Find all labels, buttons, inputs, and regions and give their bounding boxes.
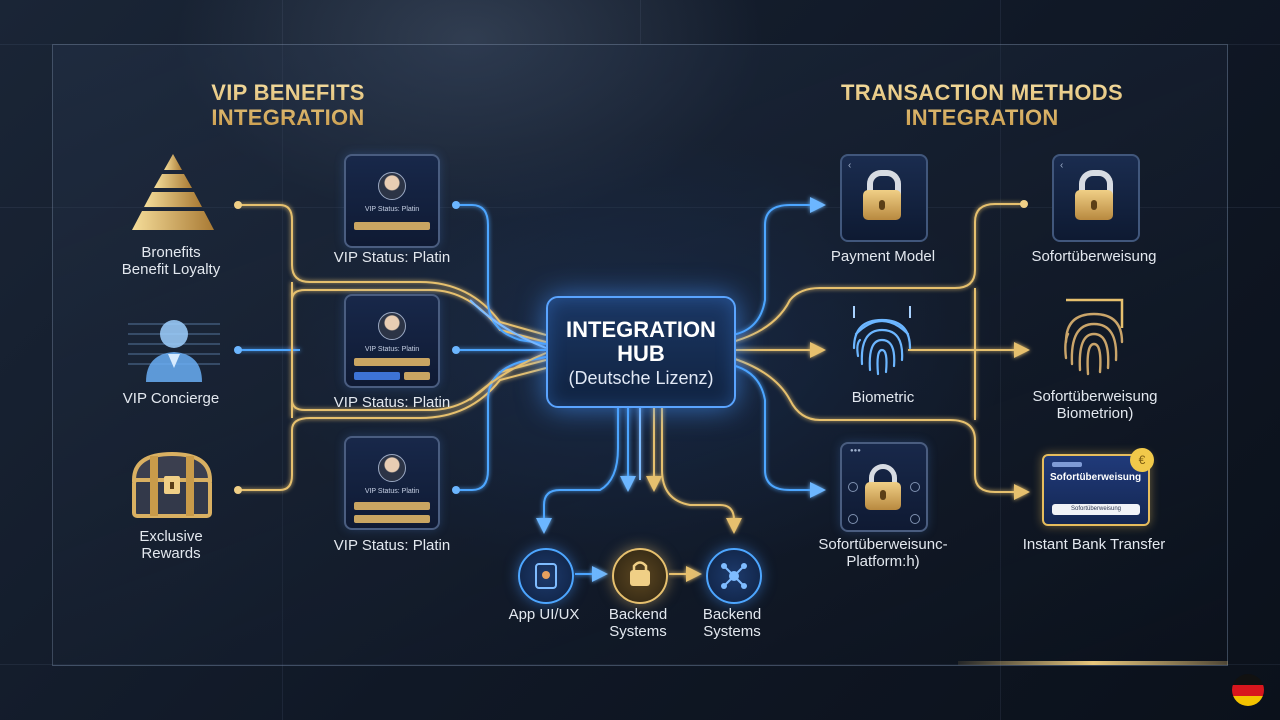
hub-title-line: HUB (617, 341, 665, 366)
hub-title: INTEGRATION HUB (548, 318, 734, 366)
hub-subtitle: (Deutsche Lizenz) (568, 368, 714, 388)
hub-title-line: INTEGRATION (566, 317, 716, 342)
lock-icon (869, 464, 897, 485)
status-bar (354, 502, 430, 510)
treasure-chest-icon (131, 451, 213, 518)
german-flag-icon (1232, 674, 1264, 706)
biometric-label: Biometric (851, 389, 915, 406)
back-arrow-icon: ‹ (1060, 160, 1064, 171)
title-line: TRANSACTION METHODS (841, 80, 1123, 105)
title-line: INTEGRATION (211, 105, 365, 130)
lock-keyhole (880, 490, 886, 500)
avatar (378, 312, 406, 340)
vip-phone-card-3[interactable]: VIP Status: Platin (344, 436, 440, 530)
grid-line (0, 207, 1280, 208)
grid-line (0, 44, 1280, 45)
transaction-methods-title: TRANSACTION METHODS INTEGRATION (820, 80, 1144, 130)
network-nodes-icon (721, 563, 747, 589)
side-button[interactable] (910, 482, 920, 492)
backend-label-2: Backend Systems (682, 606, 782, 640)
label-line: Systems (703, 623, 761, 640)
label-line: Sofortüberweisung (1032, 388, 1158, 405)
lock-keyhole (1091, 200, 1097, 210)
instant-transfer-label: Instant Bank Transfer (1022, 536, 1166, 553)
vip-status-label: VIP Status: Platin (333, 394, 451, 411)
platform-phone-card[interactable]: ●●● (840, 442, 928, 532)
phone-screen-text: VIP Status: Platin (364, 488, 420, 495)
app-ui-node[interactable] (518, 548, 574, 604)
backend-label-1: Backend Systems (588, 606, 688, 640)
fingerprint-icon (852, 306, 912, 376)
concierge-label: VIP Concierge (122, 390, 220, 407)
label-line: Backend (608, 606, 668, 623)
vip-status-label: VIP Status: Platin (333, 249, 451, 266)
card-title: Sofortüberweisung (1050, 472, 1142, 483)
vip-phone-card-1[interactable]: VIP Status: Platin (344, 154, 440, 248)
vip-benefits-title: VIP BENEFITS INTEGRATION (150, 80, 426, 130)
card-header-bar (1052, 462, 1082, 467)
lock-icon (867, 170, 901, 198)
instant-bank-transfer-card[interactable]: Sofortüberweisung Sofortüberweisung (1042, 454, 1150, 526)
title-line: VIP BENEFITS (211, 80, 365, 105)
integration-hub[interactable]: INTEGRATION HUB (Deutsche Lizenz) (546, 296, 736, 408)
lock-icon (1079, 170, 1113, 198)
vip-phone-card-2[interactable]: VIP Status: Platin (344, 294, 440, 388)
card-button[interactable]: Sofortüberweisung (1052, 504, 1140, 515)
flag-stripe (1232, 696, 1264, 706)
pyramid-icon (132, 154, 214, 230)
flag-stripe (1232, 685, 1264, 696)
status-bar (354, 358, 430, 366)
backend-lock-icon (630, 561, 650, 586)
status-bar (354, 222, 430, 230)
sofortueberweisung-tile[interactable]: ‹ (1052, 154, 1140, 242)
phone-button[interactable] (354, 515, 430, 523)
label-line: Rewards (141, 545, 201, 562)
status-time: ●●● (850, 448, 861, 454)
accent-bar (958, 661, 1228, 665)
grid-line (640, 0, 641, 44)
title-line: INTEGRATION (905, 105, 1059, 130)
label-line: Sofortüberweisunc- (818, 536, 948, 553)
side-button[interactable] (848, 514, 858, 524)
vip-status-label: VIP Status: Platin (333, 537, 451, 554)
concierge-icon (128, 320, 220, 382)
grid-line (0, 664, 1280, 665)
label-line: Exclusive (139, 528, 203, 545)
phone-button[interactable] (354, 372, 400, 380)
label-line: Biometrion) (1056, 405, 1134, 422)
platform-label: Sofortüberweisunc- Platform:h) (800, 536, 966, 570)
phone-button[interactable] (404, 372, 430, 380)
loyalty-label: Bronefits Benefit Loyalty (106, 244, 236, 278)
avatar (378, 454, 406, 482)
app-ui-label: App UI/UX (508, 606, 580, 623)
label-line: Benefit Loyalty (121, 261, 221, 278)
label-line: Platform:h) (846, 553, 920, 570)
grid-line (1000, 0, 1001, 720)
payment-model-label: Payment Model (830, 248, 936, 265)
sofort-biometric-label: Sofortüberweisung Biometrion) (1012, 388, 1178, 422)
label-line: Systems (609, 623, 667, 640)
fingerprint-gold-icon (1064, 298, 1124, 376)
rewards-label: Exclusive Rewards (106, 528, 236, 562)
payment-model-tile[interactable]: ‹ (840, 154, 928, 242)
phone-screen-text: VIP Status: Platin (364, 346, 420, 353)
app-ui-icon (535, 563, 557, 589)
flag-stripe (1232, 674, 1264, 685)
backend-node-1[interactable] (612, 548, 668, 604)
label-line: Bronefits (141, 244, 201, 261)
coin-badge-icon: € (1130, 448, 1154, 472)
backend-node-2[interactable] (706, 548, 762, 604)
lock-keyhole (879, 200, 885, 210)
side-button[interactable] (910, 514, 920, 524)
phone-screen-text: VIP Status: Platin (364, 206, 420, 213)
sofortueberweisung-label: Sofortüberweisung (1031, 248, 1157, 265)
grid-line (282, 0, 283, 720)
side-button[interactable] (848, 482, 858, 492)
label-line: Backend (702, 606, 762, 623)
back-arrow-icon: ‹ (848, 160, 852, 171)
avatar (378, 172, 406, 200)
